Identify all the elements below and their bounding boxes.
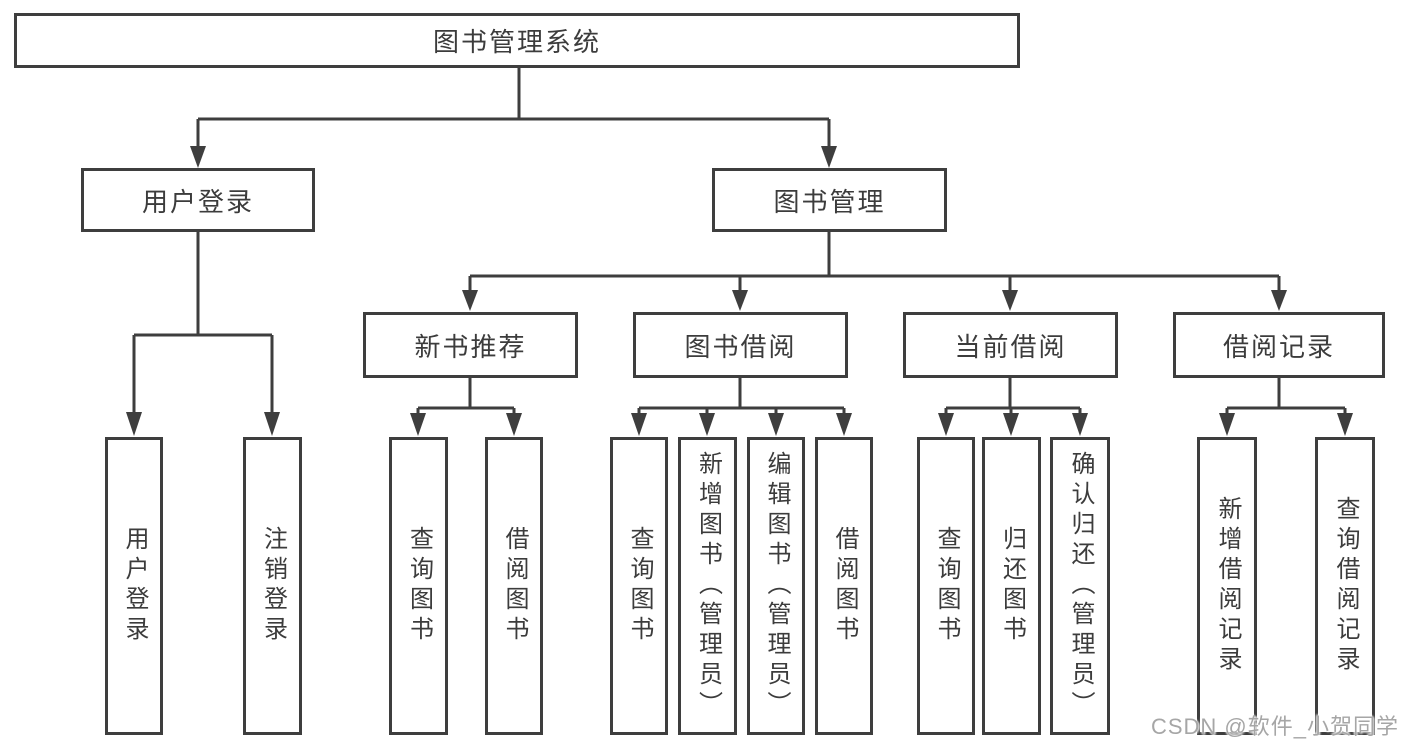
node-current-borrowing: 当前借阅 (903, 312, 1118, 378)
leaf-user-login: 用户登录 (105, 437, 163, 735)
edge-recommend-children (410, 378, 522, 436)
node-new-book-recommendation: 新书推荐 (363, 312, 578, 378)
leaf-confirm-return-admin: 确认归还（管理员） (1050, 437, 1110, 735)
leaf-logout: 注销登录 (243, 437, 302, 735)
edge-records-children (1219, 378, 1353, 436)
node-user-login: 用户登录 (81, 168, 315, 232)
node-borrowing-records: 借阅记录 (1173, 312, 1385, 378)
edge-root-to-level2 (190, 68, 837, 168)
leaf-add-book-admin: 新增图书（管理员） (678, 437, 737, 735)
edge-current-children (938, 378, 1088, 436)
leaf-return-books: 归还图书 (982, 437, 1041, 735)
node-book-management: 图书管理 (712, 168, 947, 232)
leaf-query-borrow-record: 查询借阅记录 (1315, 437, 1375, 735)
leaf-edit-book-admin: 编辑图书（管理员） (747, 437, 805, 735)
edge-book-management-children (462, 232, 1287, 311)
leaf-query-books-current: 查询图书 (917, 437, 975, 735)
leaf-add-borrow-record: 新增借阅记录 (1197, 437, 1257, 735)
edge-borrowing-children (631, 378, 852, 436)
csdn-watermark: CSDN @软件_小贺同学 (1150, 714, 1399, 739)
node-book-borrowing: 图书借阅 (633, 312, 848, 378)
edge-user-login-children (126, 232, 280, 436)
leaf-query-books-borrowing: 查询图书 (610, 437, 668, 735)
leaf-query-books-recommend: 查询图书 (389, 437, 448, 735)
leaf-borrow-books: 借阅图书 (815, 437, 873, 735)
leaf-borrow-books-recommend: 借阅图书 (485, 437, 543, 735)
node-library-system: 图书管理系统 (14, 13, 1020, 68)
